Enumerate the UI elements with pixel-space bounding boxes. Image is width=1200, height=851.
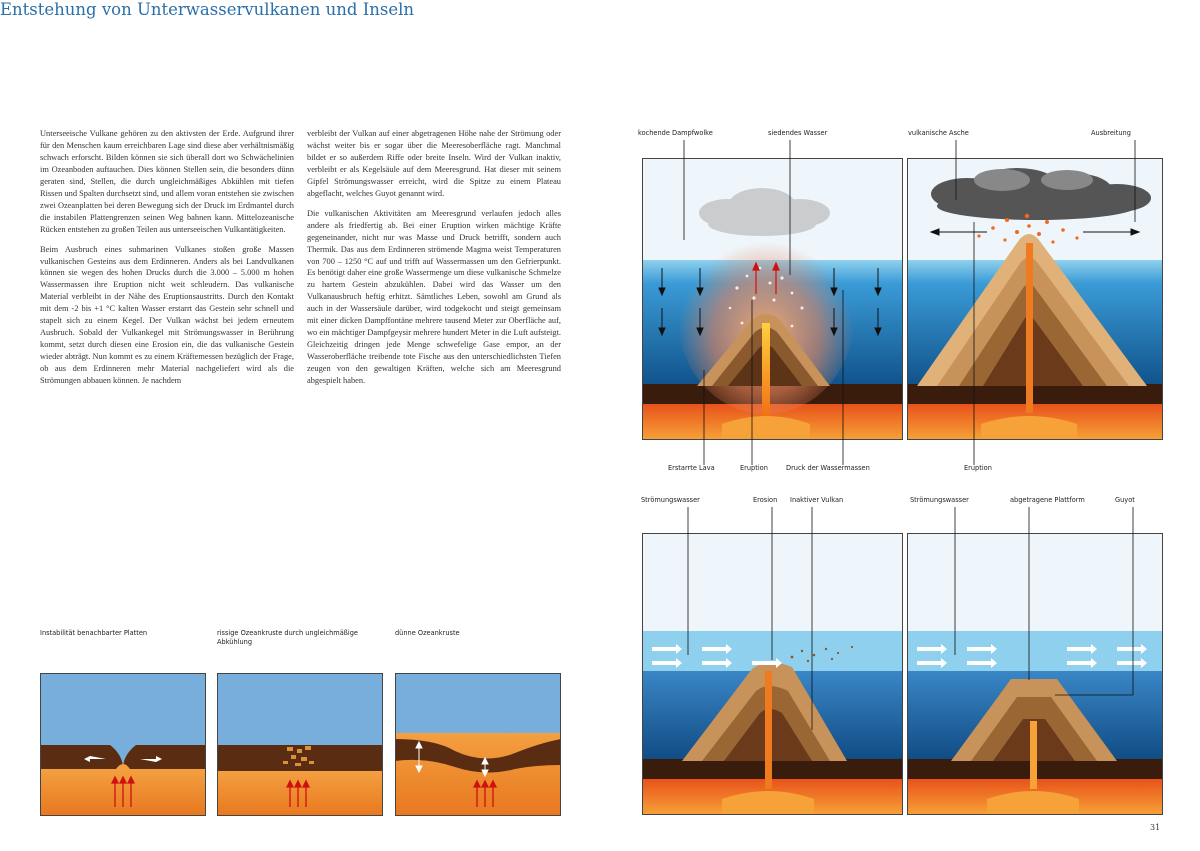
label-boiling-water: siedendes Wasser bbox=[768, 129, 828, 137]
label-water-pressure: Druck der Wassermassen bbox=[786, 464, 870, 472]
diagram-eruption bbox=[642, 158, 903, 440]
label-spread: Ausbreitung bbox=[1091, 129, 1131, 137]
paragraph: Die vulkanischen Aktivitäten am Meeresgr… bbox=[307, 208, 561, 386]
text-column-right: verbleibt der Vulkan auf einer abgetrage… bbox=[307, 128, 561, 395]
diagram-plate-instability bbox=[40, 673, 206, 816]
diagram-cracked-crust bbox=[217, 673, 383, 816]
paragraph: verbleibt der Vulkan auf einer abgetrage… bbox=[307, 129, 561, 198]
label-guyot: Guyot bbox=[1115, 496, 1135, 504]
label-thin-crust: dünne Ozeankruste bbox=[395, 629, 460, 637]
diagram-erosion bbox=[642, 533, 903, 815]
page-title: Entstehung von Unterwasservulkanen und I… bbox=[0, 0, 415, 19]
label-eruption: Eruption bbox=[740, 464, 768, 472]
text-column-left: Unterseeische Vulkane gehören zu den akt… bbox=[40, 128, 294, 395]
label-current-water-2: Strömungswasser bbox=[910, 496, 969, 504]
label-plate-instability: Instabilität benachbarter Platten bbox=[40, 629, 148, 637]
diagram-ash-eruption bbox=[907, 158, 1163, 440]
label-eroded-platform: abgetragene Plattform bbox=[1010, 496, 1085, 504]
label-cracked-crust: rissige Ozeankruste durch ungleichmäßige… bbox=[217, 629, 358, 646]
label-erosion: Erosion bbox=[753, 496, 778, 504]
label-solidified-lava: Erstarrte Lava bbox=[668, 464, 715, 472]
diagram-guyot bbox=[907, 533, 1163, 815]
diagram-thin-crust bbox=[395, 673, 561, 816]
label-volcanic-ash: vulkanische Asche bbox=[908, 129, 969, 137]
label-eruption-2: Eruption bbox=[964, 464, 992, 472]
label-current-water: Strömungswasser bbox=[641, 496, 700, 504]
label-inactive-volcano: Inaktiver Vulkan bbox=[790, 496, 844, 504]
paragraph: Beim Ausbruch eines submarinen Vulkanes … bbox=[40, 244, 294, 386]
paragraph: Unterseeische Vulkane gehören zu den akt… bbox=[40, 129, 294, 234]
page-number: 31 bbox=[1150, 823, 1161, 832]
label-steam-cloud: kochende Dampfwolke bbox=[638, 129, 713, 137]
